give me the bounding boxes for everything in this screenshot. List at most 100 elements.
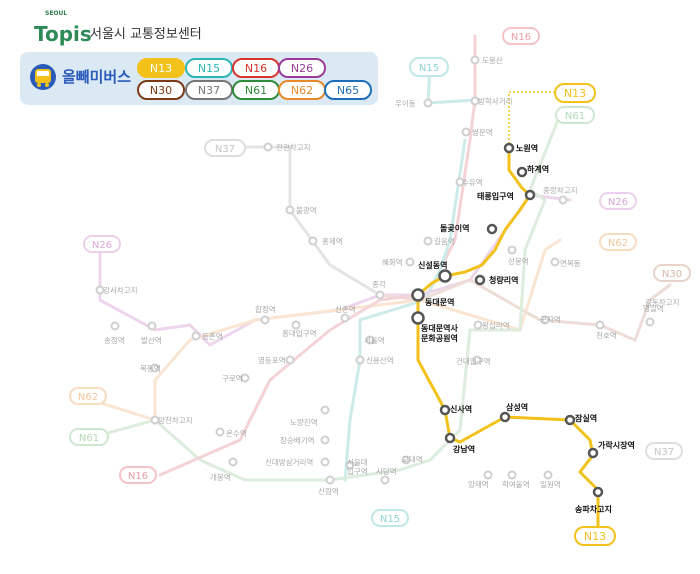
station-label-active: 문화공원역 bbox=[421, 333, 458, 343]
station-label: 등촌역 bbox=[202, 331, 223, 341]
badge-label: N61 bbox=[565, 111, 585, 122]
route-badge-n37-right[interactable]: N37 bbox=[645, 442, 683, 460]
station-label: 양천차고지 bbox=[158, 415, 193, 425]
station-label: 홍제역 bbox=[322, 236, 343, 246]
station-label: 천호역 bbox=[596, 330, 617, 340]
legend-pill-label: N30 bbox=[150, 84, 172, 97]
legend-pill-label: N15 bbox=[198, 62, 220, 75]
badge-label: N26 bbox=[608, 197, 628, 208]
legend-pill-label: N26 bbox=[291, 62, 313, 75]
station-label: 영등포역 bbox=[258, 355, 286, 365]
route-badge-n61-right[interactable]: N61 bbox=[555, 106, 595, 124]
station-label: 수유역 bbox=[462, 177, 483, 187]
station-label-active: 강남역 bbox=[453, 444, 475, 454]
station-label: 도봉산 bbox=[482, 55, 503, 65]
station-label: 신림역 bbox=[318, 486, 339, 496]
legend-pill-n16[interactable]: N16 bbox=[232, 58, 280, 78]
badge-label: N13 bbox=[564, 87, 586, 100]
station-label: 진관차고지 bbox=[276, 142, 311, 152]
route-badge-n61-left[interactable]: N61 bbox=[69, 428, 109, 446]
station-node[interactable] bbox=[503, 142, 515, 154]
route-badge-n26-left[interactable]: N26 bbox=[83, 235, 121, 253]
station-label: 종각 bbox=[372, 279, 386, 289]
route-badge-n30-right[interactable]: N30 bbox=[653, 264, 691, 282]
badge-label: N62 bbox=[608, 238, 628, 249]
station-label-active: 동대문역사 bbox=[421, 323, 458, 333]
legend-pill-label: N61 bbox=[245, 84, 267, 97]
brand-subtitle: 서울시 교통정보센터 bbox=[90, 27, 202, 42]
station-label-active: 신사역 bbox=[450, 404, 472, 414]
legend-pill-label: N16 bbox=[245, 62, 267, 75]
route-badge-n62-left[interactable]: N62 bbox=[69, 387, 107, 405]
legend-pill-n62[interactable]: N62 bbox=[278, 80, 326, 100]
legend-pill-n13[interactable]: N13 bbox=[137, 58, 185, 78]
station-node[interactable] bbox=[524, 189, 536, 201]
legend-pill-n61[interactable]: N61 bbox=[232, 80, 280, 100]
station-label: 홍대입구역 bbox=[282, 328, 317, 338]
route-badge-n16-top[interactable]: N16 bbox=[502, 27, 540, 45]
route-badge-n16-bottom[interactable]: N16 bbox=[119, 466, 157, 484]
badge-label: N62 bbox=[78, 392, 98, 403]
active-stations: 노원역 하계역 태릉입구역 돌곶이역 신설동역 청량리역 동대문역 동대문역사 … bbox=[411, 142, 635, 514]
badge-label: N37 bbox=[654, 447, 674, 458]
station-label: 우이동 bbox=[395, 98, 416, 108]
route-badge-n13-bottom[interactable]: N13 bbox=[574, 526, 616, 546]
brand-seoul: SEOUL bbox=[45, 10, 67, 17]
badge-label: N15 bbox=[419, 63, 439, 74]
station-node[interactable] bbox=[592, 486, 604, 498]
route-badge-n62-right[interactable]: N62 bbox=[599, 233, 637, 251]
station-label: 신대방삼거리역 bbox=[265, 457, 313, 467]
station-label: 노량진역 bbox=[290, 417, 318, 427]
station-label: 송정역 bbox=[104, 335, 125, 345]
station-node[interactable] bbox=[587, 447, 599, 459]
station-label: 서울역 bbox=[364, 335, 385, 345]
station-label: 일원역 bbox=[540, 479, 561, 489]
badge-label: N13 bbox=[584, 530, 606, 543]
legend-pill-label: N13 bbox=[150, 62, 172, 75]
legend-pill-n65[interactable]: N65 bbox=[324, 80, 372, 100]
station-node[interactable] bbox=[438, 269, 452, 283]
legend-pill-n26[interactable]: N26 bbox=[278, 58, 326, 78]
station-label: 명일역 bbox=[643, 303, 664, 313]
station-label: 강서차고지 bbox=[103, 285, 138, 295]
station-node[interactable] bbox=[564, 414, 576, 426]
station-label-active: 동대문역 bbox=[425, 297, 454, 307]
badge-label: N16 bbox=[128, 471, 148, 482]
badge-label: N30 bbox=[662, 269, 682, 280]
station-label: 학여울역 bbox=[502, 479, 530, 489]
bus-icon bbox=[30, 64, 56, 90]
station-label-active: 청량리역 bbox=[489, 275, 518, 285]
station-label-active: 노원역 bbox=[516, 143, 538, 153]
station-node[interactable] bbox=[486, 223, 498, 235]
route-badge-n15-top[interactable]: N15 bbox=[409, 57, 449, 77]
route-badge-n13-top[interactable]: N13 bbox=[554, 83, 596, 103]
route-badge-n26-right[interactable]: N26 bbox=[599, 192, 637, 210]
faded-routes bbox=[83, 34, 672, 482]
badge-label: N26 bbox=[92, 240, 112, 251]
station-label: 왕십리역 bbox=[482, 320, 510, 330]
badge-label: N37 bbox=[215, 144, 235, 155]
station-node[interactable] bbox=[439, 404, 451, 416]
station-node[interactable] bbox=[444, 432, 456, 444]
legend-pill-n15[interactable]: N15 bbox=[185, 58, 233, 78]
station-node[interactable] bbox=[411, 288, 425, 302]
legend-pill-n30[interactable]: N30 bbox=[137, 80, 185, 100]
legend-pill-n37[interactable]: N37 bbox=[185, 80, 233, 100]
station-label: 쌍문역 bbox=[472, 127, 493, 137]
station-node[interactable] bbox=[411, 311, 425, 325]
station-label: 사당역 bbox=[376, 466, 397, 476]
station-node[interactable] bbox=[499, 411, 511, 423]
station-label-active: 삼성역 bbox=[506, 402, 528, 412]
station-label: 양재역 bbox=[468, 479, 489, 489]
route-badge-n37-top[interactable]: N37 bbox=[204, 139, 246, 157]
brand-logo[interactable]: SEOUL Topis bbox=[34, 10, 92, 46]
legend-pill-label: N65 bbox=[337, 84, 359, 97]
station-label: 합정역 bbox=[255, 304, 276, 314]
route-badge-n15-bottom[interactable]: N15 bbox=[371, 509, 409, 527]
station-node[interactable] bbox=[516, 166, 528, 178]
badge-label: N16 bbox=[511, 32, 531, 43]
brand-topis: Topis bbox=[34, 22, 92, 46]
station-node[interactable] bbox=[474, 274, 486, 286]
